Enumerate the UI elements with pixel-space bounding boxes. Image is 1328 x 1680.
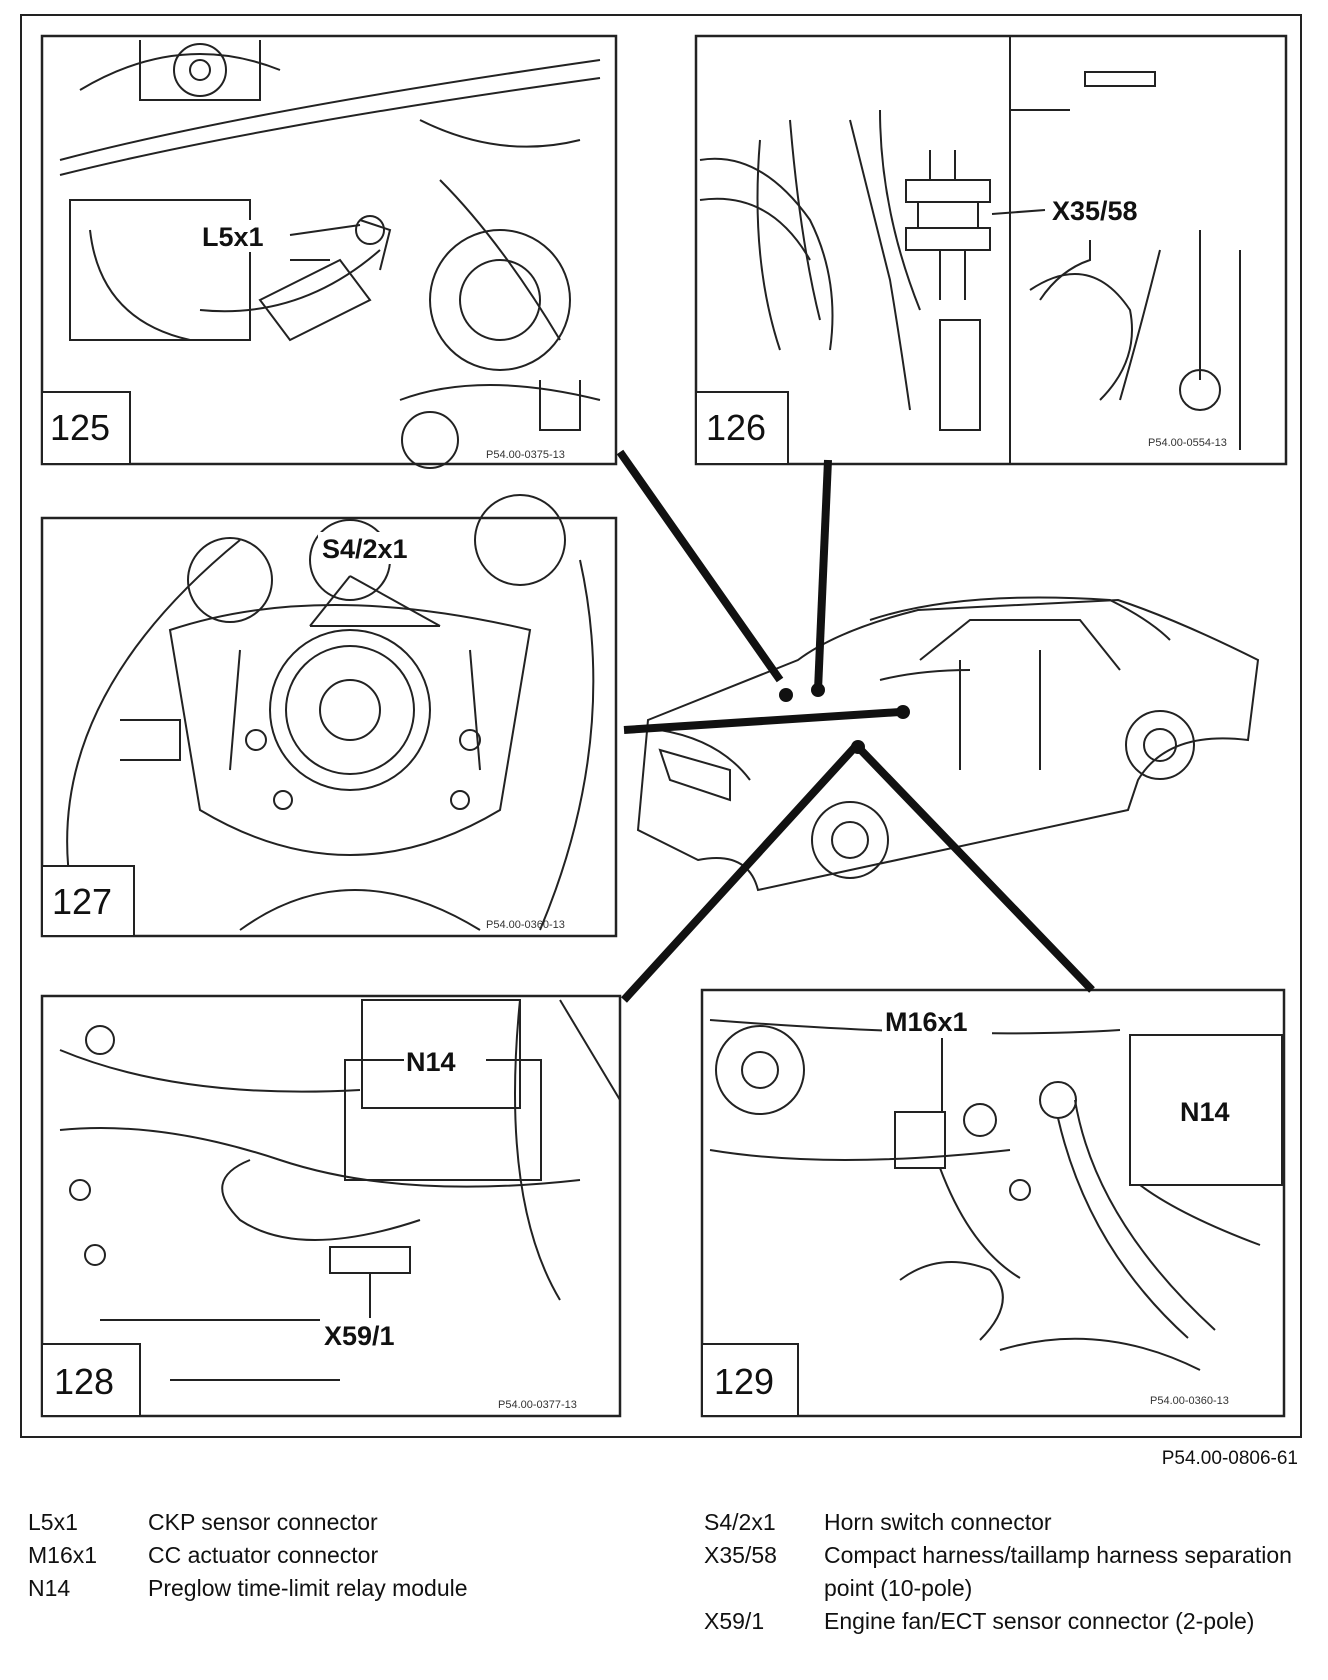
callout-x35-58: X35/58 [1052, 196, 1138, 226]
photo-code-128: P54.00-0377-13 [498, 1399, 577, 1411]
legend-left-column: L5x1 CKP sensor connector M16x1 CC actua… [28, 1506, 668, 1605]
legend-code: S4/2x1 [704, 1509, 776, 1535]
legend-description: Compact harness/taillamp harness separat… [824, 1542, 1292, 1601]
panel-number-128: 128 [54, 1361, 114, 1402]
radiator-cap-icon [715, 1025, 805, 1115]
legend-item: S4/2x1 Horn switch connector [704, 1506, 1304, 1539]
legend-description: CKP sensor connector [148, 1509, 378, 1535]
legend-code: X35/58 [704, 1542, 777, 1568]
legend-item: X35/58 Compact harness/taillamp harness … [704, 1539, 1304, 1605]
photo-code-129: P54.00-0360-13 [1150, 1395, 1229, 1407]
diagram-artwork: 125 126 127 128 129 L5x1 X35/58 S4/2x1 N… [40, 34, 1288, 1418]
legend-item: M16x1 CC actuator connector [28, 1539, 668, 1572]
callout-n14-panel-129: N14 [1180, 1097, 1230, 1127]
legend-code: M16x1 [28, 1542, 98, 1568]
panel-128 [40, 994, 622, 1418]
panel-number-127: 127 [52, 881, 112, 922]
callout-n14-panel-128: N14 [406, 1047, 456, 1077]
panel-number-125: 125 [50, 407, 110, 448]
callout-s4-2x1: S4/2x1 [322, 534, 408, 564]
panel-129 [700, 988, 1286, 1418]
callout-m16x1: M16x1 [885, 1007, 968, 1037]
legend-description: CC actuator connector [148, 1542, 379, 1568]
panel-125 [40, 34, 618, 469]
diagram-frame [20, 14, 1302, 1438]
legend-right-column: S4/2x1 Horn switch connector X35/58 Comp… [704, 1506, 1304, 1638]
figure-reference: P54.00-0806-61 [1161, 1448, 1298, 1469]
panel-number-126: 126 [706, 407, 766, 448]
legend-code: N14 [28, 1575, 71, 1601]
legend-description: Horn switch connector [824, 1509, 1052, 1535]
panel-number-129: 129 [714, 1361, 774, 1402]
legend-code: X59/1 [704, 1608, 765, 1634]
callout-x59-1: X59/1 [324, 1321, 395, 1351]
panel-127 [40, 494, 618, 938]
photo-code-125: P54.00-0375-13 [486, 449, 565, 461]
legend-description: Preglow time-limit relay module [148, 1575, 468, 1601]
callout-l5x1: L5x1 [202, 222, 264, 252]
legend-description: Engine fan/ECT sensor connector (2-pole) [824, 1608, 1255, 1634]
legend-item: N14 Preglow time-limit relay module [28, 1572, 668, 1605]
leader-lines [616, 449, 1095, 1003]
photo-code-127: P54.00-0360-13 [486, 919, 565, 931]
legend-code: L5x1 [28, 1509, 78, 1535]
panel-126 [694, 34, 1288, 466]
photo-code-126: P54.00-0554-13 [1148, 437, 1227, 449]
car-illustration-icon [636, 596, 1260, 892]
legend-item: L5x1 CKP sensor connector [28, 1506, 668, 1539]
legend-item: X59/1 Engine fan/ECT sensor connector (2… [704, 1605, 1304, 1638]
